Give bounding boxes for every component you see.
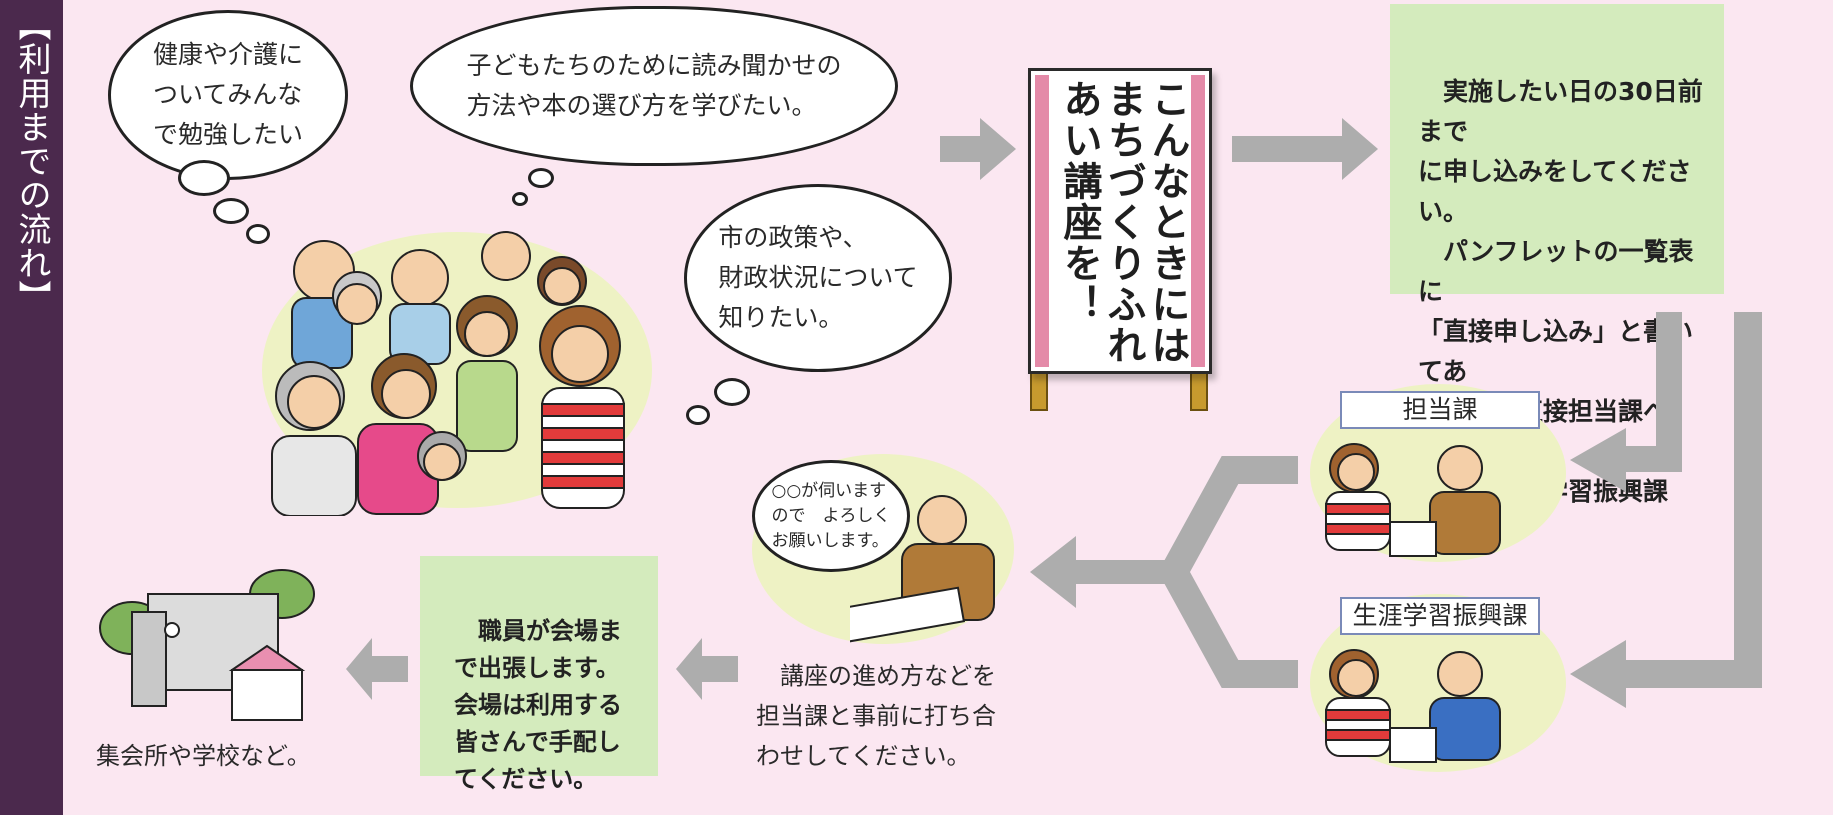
sidebar-title: 【利用までの流れ】 bbox=[13, 8, 52, 314]
bubble-health-dot bbox=[213, 198, 249, 224]
bubble-phone-text: ○○が伺います ので よろしく お願いします。 bbox=[771, 480, 891, 551]
group-of-residents-illustration bbox=[271, 231, 625, 516]
dept-in-charge-label-text: 担当課 bbox=[1402, 395, 1478, 424]
dept-lifelong-label: 生涯学習振興課 bbox=[1340, 597, 1540, 635]
sign-leg bbox=[1030, 371, 1048, 411]
arrow-to-venue bbox=[346, 638, 408, 700]
bubble-children-text: 子どもたちのために読み聞かせの 方法や本の選び方を学びたい。 bbox=[466, 51, 842, 120]
sign-leg bbox=[1190, 371, 1208, 411]
venue-caption: 集会所や学校など。 bbox=[96, 742, 311, 770]
dept-lifelong-illustration bbox=[1325, 649, 1501, 763]
sidebar: 【利用までの流れ】 bbox=[0, 0, 63, 815]
sign-stripe bbox=[1191, 75, 1205, 367]
bubble-phone: ○○が伺います ので よろしく お願いします。 bbox=[752, 460, 910, 572]
arrow-to-staff bbox=[676, 638, 738, 700]
dept-in-charge-illustration bbox=[1325, 443, 1501, 557]
arrow-to-apply bbox=[1232, 118, 1378, 180]
bubble-city-dot bbox=[714, 378, 750, 406]
arrow-to-sign bbox=[940, 118, 1016, 180]
venue-buildings-illustration bbox=[99, 569, 315, 721]
phone-call-illustration bbox=[850, 495, 995, 644]
step-apply-box: 実施したい日の30日前まで に申し込みをしてください。 パンフレットの一覧表に … bbox=[1390, 4, 1724, 546]
coordinate-caption: 講座の進め方などを 担当課と事前に打ち合 わせしてください。 bbox=[756, 662, 996, 770]
bubble-children-dot bbox=[528, 168, 554, 188]
bubble-health-text: 健康や介護に ついてみんな で勉強したい bbox=[152, 40, 303, 149]
sign-text: こんなときには まちづくりふれ あい講座を！ bbox=[1057, 79, 1190, 366]
bracket-arrow-to-phone bbox=[1030, 456, 1298, 688]
bubble-city: 市の政策や、 財政状況について 知りたい。 bbox=[684, 184, 952, 372]
sign-stripe bbox=[1035, 75, 1049, 367]
bubble-health-dot bbox=[246, 224, 270, 244]
step-staff-box: 職員が会場ま で出張します。 会場は利用する 皆さんで手配し てください。 bbox=[420, 556, 658, 793]
bubble-city-text: 市の政策や、 財政状況について 知りたい。 bbox=[718, 223, 918, 332]
bubble-city-dot bbox=[686, 405, 710, 425]
bubble-children: 子どもたちのために読み聞かせの 方法や本の選び方を学びたい。 bbox=[410, 6, 898, 166]
sign-board: こんなときには まちづくりふれ あい講座を！ bbox=[1028, 68, 1212, 374]
step-staff-text: 職員が会場ま で出張します。 会場は利用する 皆さんで手配し てください。 bbox=[454, 617, 622, 793]
bubble-children-dot bbox=[512, 192, 528, 206]
arrows-to-departments bbox=[1570, 312, 1762, 708]
dept-in-charge-label: 担当課 bbox=[1340, 391, 1540, 429]
bubble-health: 健康や介護に ついてみんな で勉強したい bbox=[108, 10, 348, 180]
bubble-health-dot bbox=[178, 160, 230, 196]
dept-lifelong-label-text: 生涯学習振興課 bbox=[1352, 601, 1528, 630]
